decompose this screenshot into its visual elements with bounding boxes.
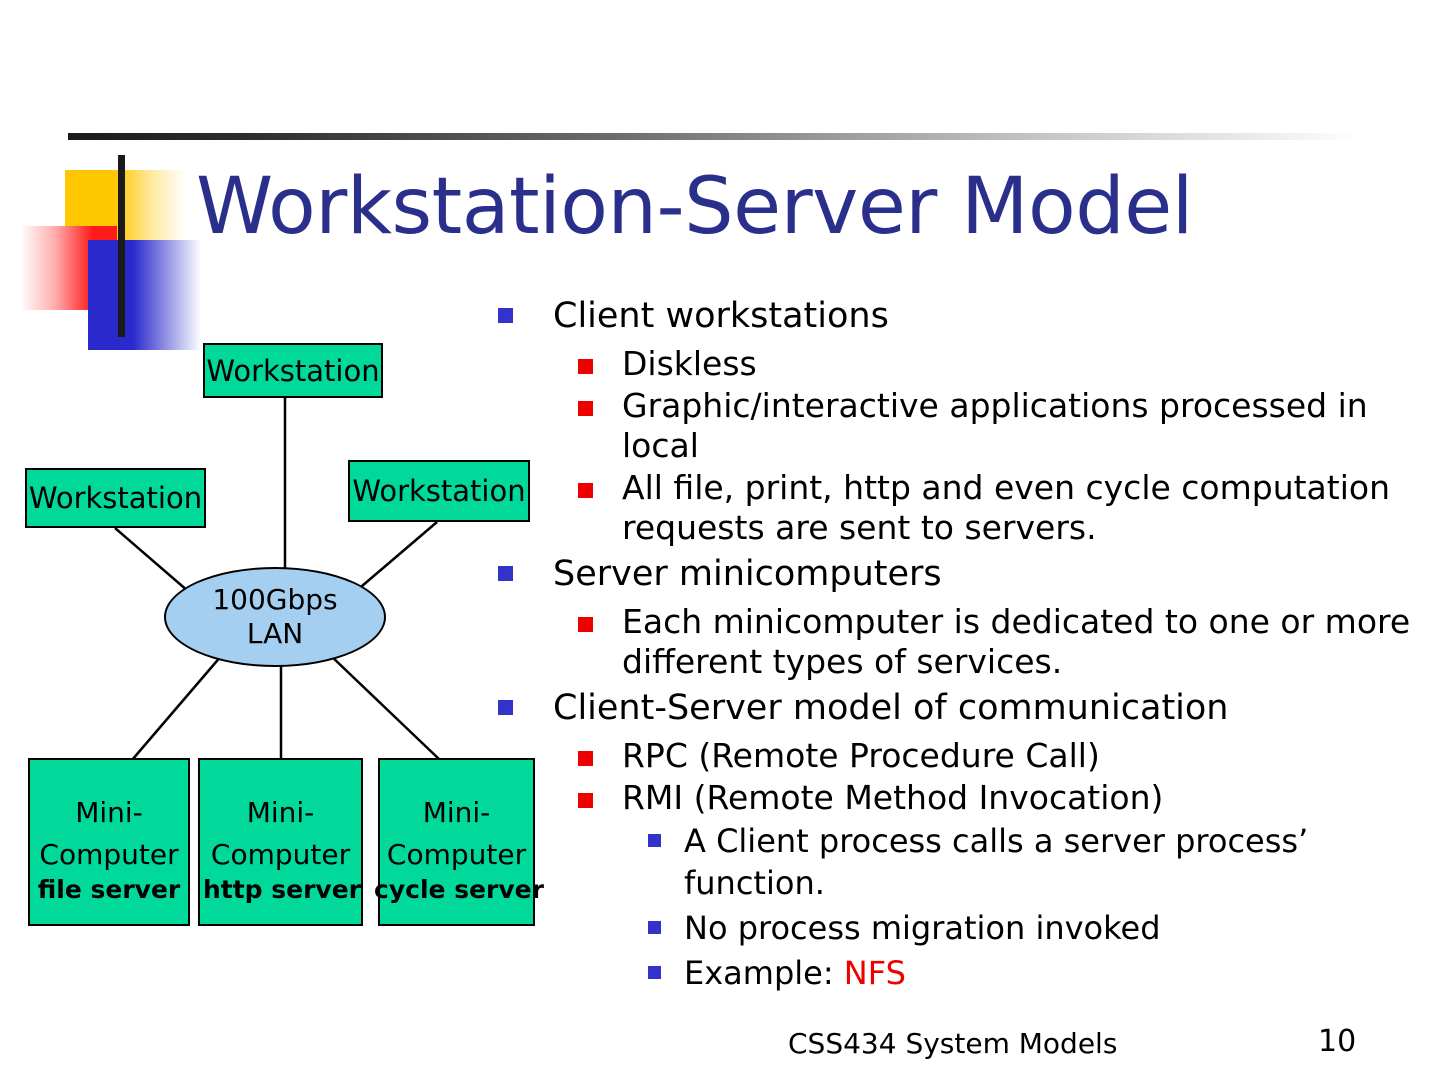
- bullet-square-icon: [498, 684, 553, 715]
- bullet-square-icon: [648, 820, 684, 847]
- footer-course-label: CSS434 System Models: [788, 1027, 1118, 1060]
- workstation-node-left[interactable]: Workstation: [25, 468, 206, 528]
- bullet-text: All file, print, http and even cycle com…: [622, 468, 1390, 547]
- bullet-item-level3: A Client process calls a server process’…: [498, 820, 1428, 904]
- bullet-item-level1: Client workstations: [498, 292, 1428, 341]
- lan-hub-node[interactable]: 100Gbps LAN: [164, 567, 386, 667]
- bullet-square-icon: [578, 386, 622, 416]
- minicomputer-title-line1: Mini-: [75, 796, 143, 829]
- bullet-square-icon: [498, 292, 553, 323]
- minicomputer-role-label: cycle server: [374, 875, 544, 904]
- bullet-item-level3-example: Example: NFS: [498, 952, 1428, 994]
- bullet-text: RPC (Remote Procedure Call): [622, 736, 1100, 775]
- bullet-text: A Client process calls a server process’…: [684, 822, 1309, 902]
- title-divider-line: [68, 133, 1358, 140]
- bullet-item-level1: Client-Server model of communication: [498, 684, 1428, 733]
- bullet-item-level2: RPC (Remote Procedure Call): [498, 736, 1428, 776]
- bullet-item-level1: Server minicomputers: [498, 550, 1428, 599]
- logo-vertical-bar: [118, 155, 125, 337]
- bullet-square-icon: [498, 550, 553, 581]
- bullet-square-icon: [578, 778, 622, 808]
- workstation-label: Workstation: [206, 353, 380, 388]
- bullet-item-level2: All file, print, http and even cycle com…: [498, 468, 1428, 548]
- workstation-node-right[interactable]: Workstation: [348, 460, 530, 522]
- example-label: Example:: [684, 954, 844, 992]
- bullet-text: Example: NFS: [684, 952, 1428, 994]
- minicomputer-role-label: file server: [37, 875, 181, 904]
- bullet-text: No process migration invoked: [684, 909, 1161, 947]
- workstation-label: Workstation: [28, 481, 203, 515]
- bullet-square-icon: [648, 907, 684, 934]
- minicomputer-title-line1: Mini-: [246, 796, 315, 829]
- workstation-node-top[interactable]: Workstation: [203, 343, 383, 398]
- minicomputer-title: Mini- Computer: [380, 792, 533, 876]
- minicomputer-title-line1: Mini-: [422, 796, 491, 829]
- bullet-list: Client workstations Diskless Graphic/int…: [498, 292, 1428, 997]
- bullet-square-icon: [578, 468, 622, 498]
- bullet-square-icon: [578, 344, 622, 374]
- bullet-item-level2: Each minicomputer is dedicated to one or…: [498, 602, 1428, 682]
- logo-blue-square: [88, 240, 201, 350]
- bullet-item-level3: No process migration invoked: [498, 907, 1428, 949]
- bullet-text: RMI (Remote Method Invocation): [622, 778, 1164, 817]
- bullet-square-icon: [648, 952, 684, 979]
- bullet-text: Graphic/interactive applications process…: [622, 386, 1368, 465]
- example-accent-nfs: NFS: [843, 954, 906, 992]
- bullet-item-level2: Diskless: [498, 344, 1428, 384]
- workstation-label: Workstation: [352, 474, 526, 508]
- footer-page-number: 10: [1318, 1024, 1357, 1059]
- diagram-connector-lines: [114, 398, 441, 761]
- minicomputer-title-line2: Computer: [39, 838, 179, 871]
- page-title: Workstation-Server Model: [196, 162, 1193, 252]
- minicomputer-node-file-server[interactable]: Mini- Computer file server: [28, 758, 190, 926]
- bullet-square-icon: [578, 602, 622, 632]
- minicomputer-title: Mini- Computer: [30, 792, 188, 876]
- minicomputer-role-label: http server: [202, 875, 362, 904]
- bullet-text: Diskless: [622, 344, 757, 383]
- bullet-text: Client-Server model of communication: [553, 688, 1229, 728]
- minicomputer-title: Mini- Computer: [200, 792, 361, 876]
- network-diagram: Workstation Workstation Workstation 100G…: [0, 330, 560, 950]
- minicomputer-node-http-server[interactable]: Mini- Computer http server: [198, 758, 363, 926]
- slide-logo-decoration: [0, 140, 220, 350]
- bullet-text: Client workstations: [553, 296, 889, 336]
- bullet-square-icon: [578, 736, 622, 766]
- lan-name-label: LAN: [246, 617, 304, 650]
- minicomputer-title-line2: Computer: [210, 838, 351, 871]
- bullet-text: Each minicomputer is dedicated to one or…: [622, 602, 1411, 681]
- minicomputer-node-cycle-server[interactable]: Mini- Computer cycle server: [374, 758, 544, 926]
- bullet-item-level2: RMI (Remote Method Invocation): [498, 778, 1428, 818]
- minicomputer-title-line2: Computer: [386, 838, 527, 871]
- lan-speed-label: 100Gbps: [212, 583, 338, 616]
- bullet-text: Server minicomputers: [553, 554, 942, 594]
- bullet-item-level2: Graphic/interactive applications process…: [498, 386, 1428, 466]
